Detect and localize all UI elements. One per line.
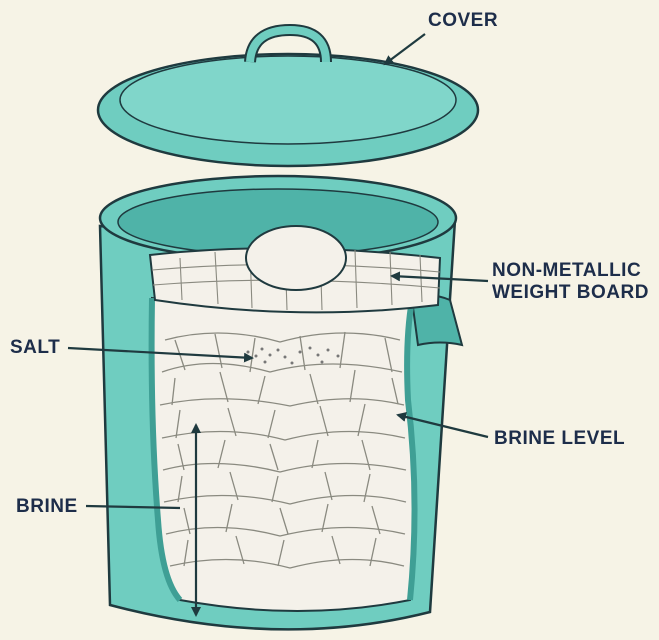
label-salt: SALT: [10, 337, 60, 359]
label-weight-board-line2: WEIGHT BOARD: [492, 282, 649, 304]
label-brine-level: BRINE LEVEL: [494, 428, 625, 450]
cover-leader: [385, 34, 425, 64]
label-brine: BRINE: [16, 496, 78, 518]
lid: [98, 30, 478, 166]
weight-stone: [246, 226, 346, 290]
label-weight-board: NON-METALLIC WEIGHT BOARD: [492, 260, 649, 304]
label-weight-board-line1: NON-METALLIC: [492, 260, 649, 282]
label-cover: COVER: [428, 10, 498, 32]
